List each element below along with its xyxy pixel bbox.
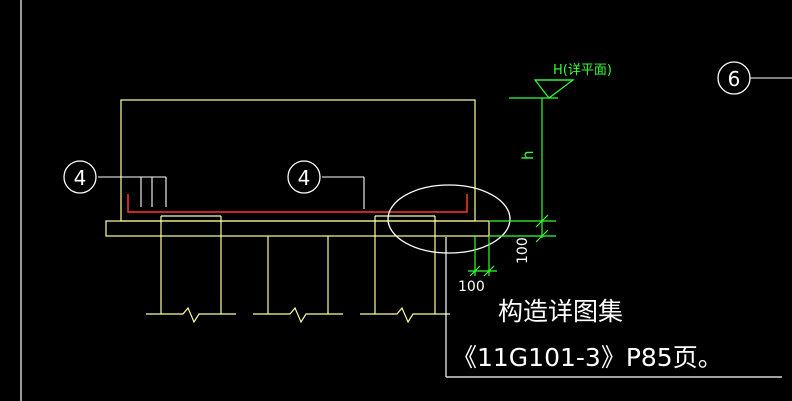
triangle-down-icon	[533, 79, 575, 99]
note-line-1: 构造详图集	[498, 297, 623, 326]
marker-axis-label: 6	[728, 67, 741, 91]
note-line-2: 《11G101-3》P85页。	[452, 343, 723, 372]
marker-left-label: 4	[74, 166, 87, 190]
cap-base-slab	[105, 220, 490, 237]
vertical-dimension	[490, 97, 558, 243]
marker-mid-circle	[287, 160, 321, 194]
height-tag: H(详平面)	[553, 63, 612, 78]
marker-axis-circle	[717, 61, 751, 95]
highlight-ellipse	[387, 184, 511, 254]
horizontal-100-label: 100	[458, 279, 485, 295]
note-frame	[445, 237, 782, 378]
zigzag-break-icon	[146, 306, 450, 324]
cap-body-outline	[120, 99, 476, 222]
marker-left-circle	[63, 160, 97, 194]
h-label: h	[519, 150, 537, 160]
marker-leaders	[98, 77, 792, 209]
bottom-rebar	[127, 194, 468, 213]
pile-group	[160, 215, 436, 314]
marker-mid-label: 4	[298, 166, 311, 190]
horizontal-dimension	[468, 236, 497, 277]
vertical-100-label: 100	[515, 237, 531, 264]
